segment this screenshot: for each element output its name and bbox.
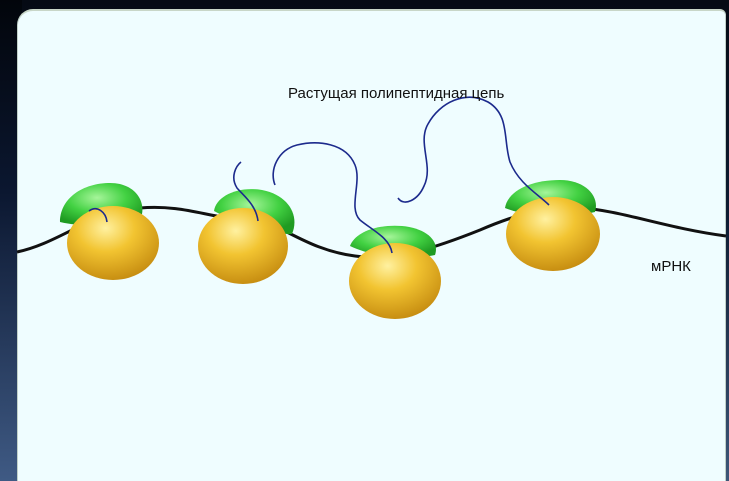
polypeptide-chain-label: Растущая полипептидная цепь xyxy=(288,85,505,102)
ribosome-2 xyxy=(198,161,295,284)
ribosome-2-large-subunit xyxy=(198,208,288,284)
ribosome-1-large-subunit xyxy=(67,206,159,280)
ribosome-4-large-subunit xyxy=(506,197,600,271)
mrna-label: мРНК xyxy=(651,258,691,275)
ribosome-2-polypeptide xyxy=(233,161,259,222)
slide-side-bar xyxy=(0,0,22,481)
ribosome-1 xyxy=(60,182,159,280)
ribosome-4-polypeptide xyxy=(397,96,550,206)
ribosome-3-polypeptide xyxy=(272,142,393,254)
ribosome-3 xyxy=(272,142,441,319)
ribosome-1-polypeptide xyxy=(88,207,108,223)
ribosome-3-large-subunit xyxy=(349,243,441,319)
ribosome-4 xyxy=(397,96,600,271)
